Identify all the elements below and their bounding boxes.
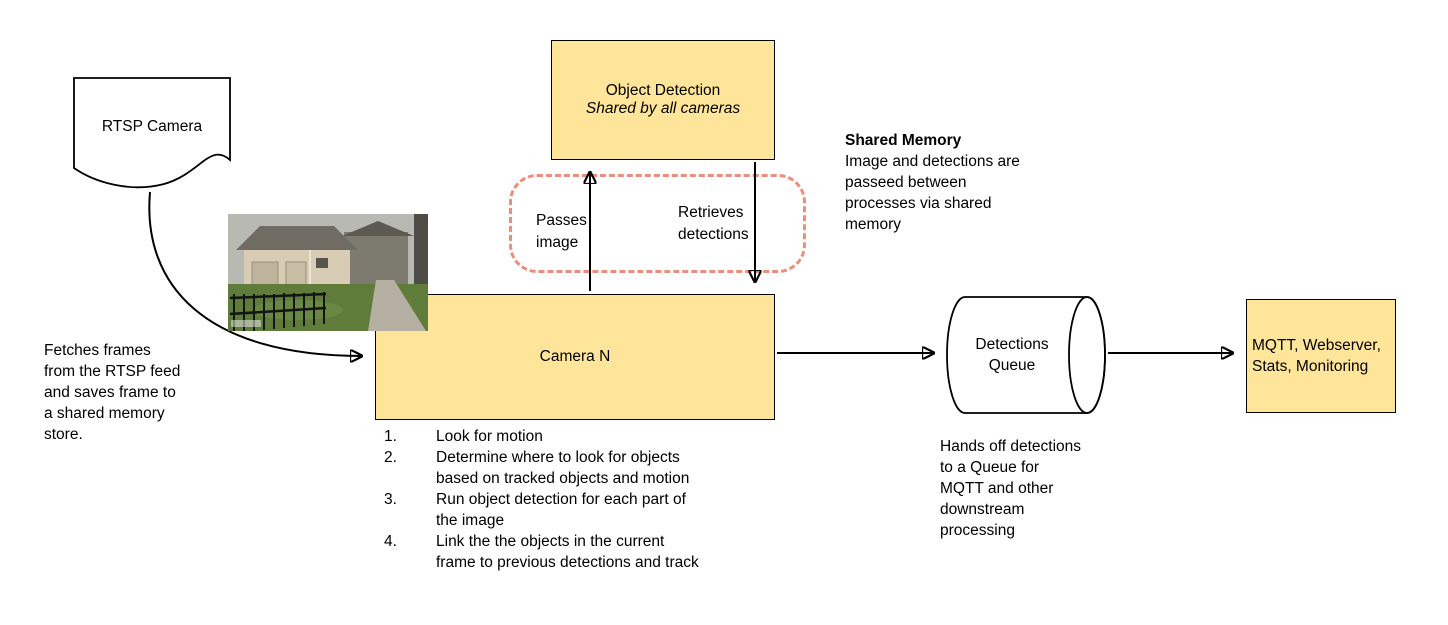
step-number: 4. xyxy=(384,533,397,550)
snapshot-house-roof xyxy=(236,226,358,250)
step-text: Determine where to look for objects base… xyxy=(436,449,690,487)
queue-cylinder-icon xyxy=(946,296,1106,414)
object-detection-subtitle: Shared by all cameras xyxy=(585,100,741,117)
rtsp-camera-node: RTSP Camera xyxy=(72,76,232,198)
camera-step-item: 3. Run object detection for each part of… xyxy=(384,489,708,531)
shared-memory-note-body: Image and detections are passeed between… xyxy=(845,153,1020,233)
step-text: Run object detection for each part of th… xyxy=(436,491,686,529)
step-number: 1. xyxy=(384,428,397,445)
object-detection-node: Object Detection Shared by all cameras xyxy=(551,40,775,160)
retrieves-detections-label: Retrieves detections xyxy=(678,204,749,243)
shared-memory-note: Shared Memory Image and detections are p… xyxy=(845,130,1045,235)
passes-image-label: Passes image xyxy=(536,212,587,251)
camera-steps-list: 1. Look for motion 2. Determine where to… xyxy=(384,426,708,573)
shared-memory-outline xyxy=(509,174,806,273)
snapshot-background-roof xyxy=(342,221,414,236)
mqtt-node-label: MQTT, Webserver, Stats, Monitoring xyxy=(1252,337,1381,375)
rtsp-to-camera-arrow xyxy=(148,191,362,356)
camera-n-node: Camera N xyxy=(375,294,775,420)
detections-queue-node: Detections Queue xyxy=(945,294,1107,416)
step-number: 3. xyxy=(384,491,397,508)
detections-queue-label: Detections Queue xyxy=(975,336,1049,374)
object-detection-title: Object Detection xyxy=(605,82,721,99)
shared-memory-note-title: Shared Memory xyxy=(845,132,962,149)
camera-snapshot-image xyxy=(228,214,428,331)
snapshot-timestamp-overlay xyxy=(231,320,261,327)
step-text: Look for motion xyxy=(436,428,543,445)
camera-step-item: 2. Determine where to look for objects b… xyxy=(384,447,708,489)
mqtt-node: MQTT, Webserver, Stats, Monitoring xyxy=(1246,299,1396,413)
fetch-note: Fetches frames from the RTSP feed and sa… xyxy=(44,342,181,443)
snapshot-window xyxy=(316,258,328,268)
rtsp-camera-label: RTSP Camera xyxy=(101,118,203,135)
snapshot-background-houses xyxy=(344,232,408,284)
camera-n-label: Camera N xyxy=(539,348,611,365)
camera-step-item: 4. Link the the objects in the current f… xyxy=(384,531,708,573)
snapshot-porch-post xyxy=(414,214,428,294)
document-shape-icon xyxy=(73,77,231,189)
handoff-note: Hands off detections to a Queue for MQTT… xyxy=(940,438,1082,539)
step-number: 2. xyxy=(384,449,397,466)
snapshot-sidewalk xyxy=(368,280,426,331)
step-text: Link the the objects in the current fram… xyxy=(436,533,699,571)
snapshot-fence xyxy=(229,292,327,331)
camera-step-item: 1. Look for motion xyxy=(384,426,708,447)
